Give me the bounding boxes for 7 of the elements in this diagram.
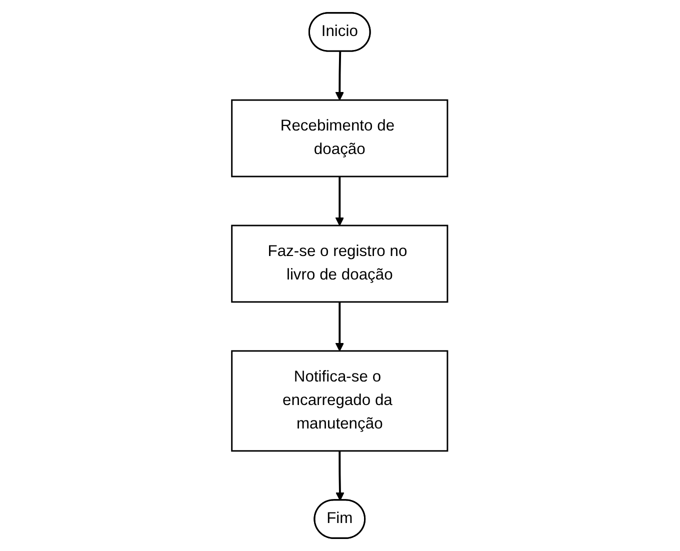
- arrow: [336, 450, 345, 501]
- node-box: Recebimento de doação: [231, 99, 449, 178]
- node-box: Faz-se o registro no livro de doação: [231, 224, 449, 303]
- arrow: [336, 176, 344, 226]
- arrow: [336, 302, 344, 352]
- arrow: [336, 52, 344, 100]
- node-box: Notifica-se o encarregado da manutenção: [231, 350, 449, 452]
